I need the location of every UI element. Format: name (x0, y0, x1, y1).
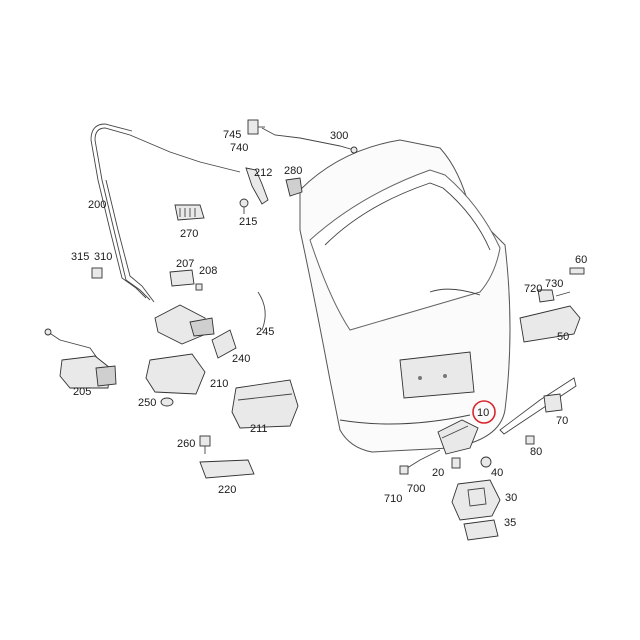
part-270-connector (174, 204, 205, 221)
label-270: 270 (180, 228, 198, 240)
tailgate (299, 139, 511, 453)
part-710-700-rod (399, 449, 441, 475)
label-215: 215 (239, 216, 257, 228)
label-50: 50 (557, 331, 569, 343)
motor-upper (154, 304, 215, 345)
label-212: 212 (254, 167, 272, 179)
label-80: 80 (530, 446, 542, 458)
label-20: 20 (432, 467, 444, 479)
part-240-bracket (211, 329, 237, 359)
label-220: 220 (218, 484, 236, 496)
part-20-screw (451, 457, 461, 469)
label-730: 730 (545, 278, 563, 290)
part-280-clip (285, 177, 303, 197)
label-211: 211 (250, 423, 268, 435)
label-60: 60 (575, 254, 587, 266)
label-210: 210 (210, 378, 228, 390)
part-30-latch (451, 479, 501, 521)
part-70-hinge (499, 377, 577, 435)
label-260: 260 (177, 438, 195, 450)
part-220-plate (199, 459, 255, 479)
part-210-housing (145, 353, 206, 395)
label-30: 30 (505, 492, 517, 504)
part-250-grommet (160, 397, 174, 407)
label-240: 240 (232, 353, 250, 365)
label-720: 720 (524, 283, 542, 295)
label-745: 745 (223, 129, 241, 141)
part-205-motor (59, 355, 117, 389)
part-211-cover (231, 379, 299, 429)
part-245-rod (257, 291, 266, 331)
cable-300 (261, 127, 358, 154)
highlight-circle (472, 400, 496, 424)
label-245: 245 (256, 326, 274, 338)
label-10: 10 (477, 407, 489, 419)
label-740: 740 (230, 142, 248, 154)
label-208: 208 (199, 265, 217, 277)
part-40-screw (480, 456, 492, 468)
part-207-208 (169, 269, 203, 291)
part-260-bolt (199, 435, 211, 454)
part-60-pin (569, 267, 585, 275)
label-35: 35 (504, 517, 516, 529)
label-315: 315 (71, 251, 89, 263)
label-310: 310 (94, 251, 112, 263)
label-250: 250 (138, 397, 156, 409)
part-10-handle (437, 419, 479, 455)
part-215-screw (239, 198, 249, 214)
part-745-740 (247, 119, 265, 135)
label-40: 40 (491, 467, 503, 479)
part-80-bolt (525, 435, 535, 445)
part-315-310 (91, 267, 103, 279)
label-300: 300 (330, 130, 348, 142)
part-50-lock (519, 305, 581, 343)
label-700: 700 (407, 483, 425, 495)
label-207: 207 (176, 258, 194, 270)
part-labels: 745 740 300 212 280 215 200 270 315 310 … (71, 129, 587, 529)
part-212-bracket (245, 167, 269, 205)
label-280: 280 (284, 165, 302, 177)
label-205: 205 (73, 386, 91, 398)
part-35-plate (463, 519, 499, 541)
cable-200 (90, 123, 241, 303)
label-70: 70 (556, 415, 568, 427)
label-710: 710 (384, 493, 402, 505)
part-720-730 (537, 289, 571, 303)
label-200: 200 (88, 199, 106, 211)
